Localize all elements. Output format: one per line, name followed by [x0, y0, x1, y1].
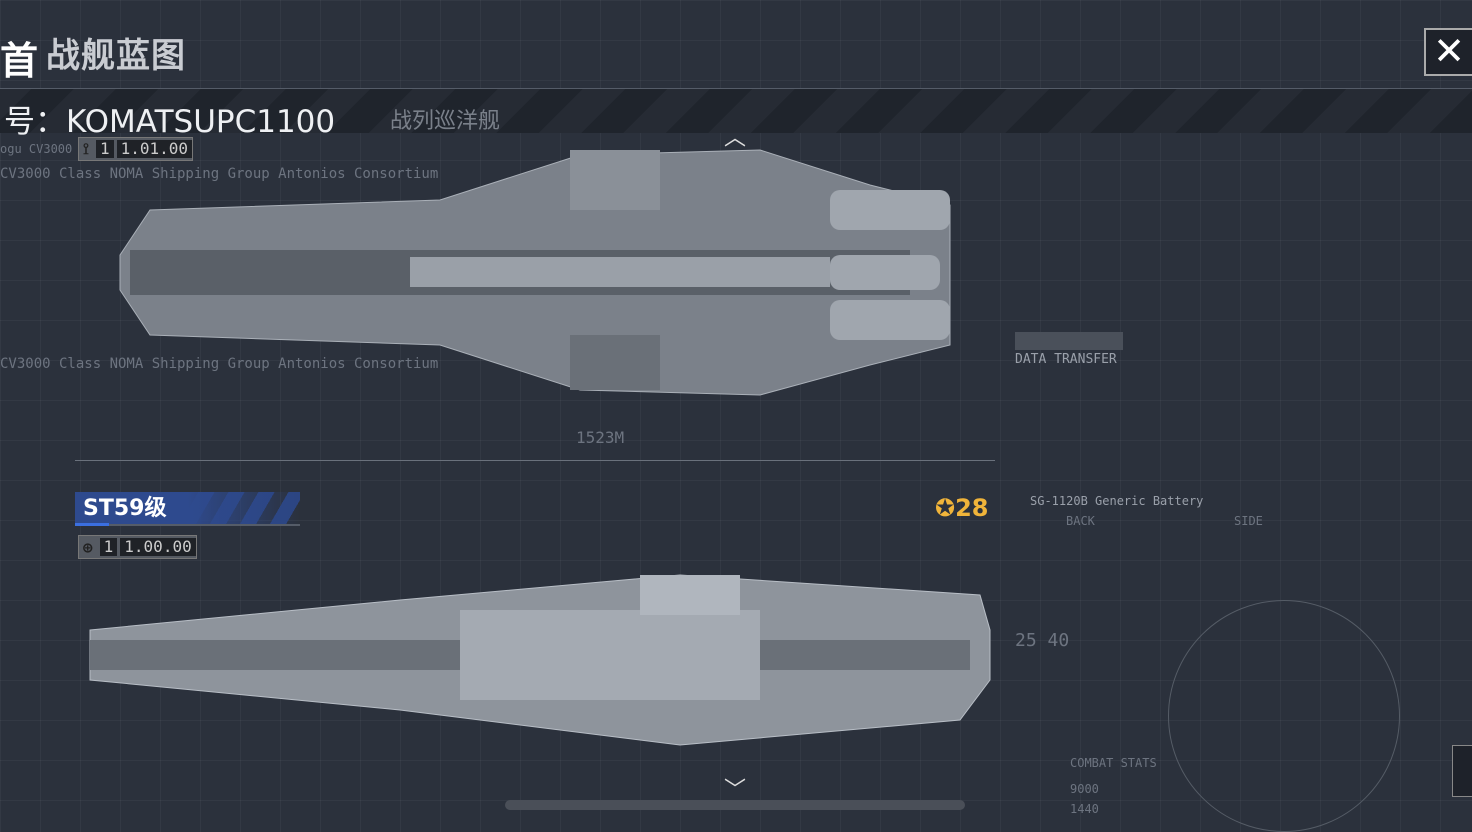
bar-decoration: [1015, 332, 1123, 350]
ship1-blueprint: [119, 149, 951, 396]
ship-name-bar: [0, 88, 1472, 133]
stat-value: 9000: [1070, 782, 1099, 796]
scrollbar[interactable]: [505, 800, 965, 810]
ship2-blueprint: [89, 574, 991, 746]
ship-class-label: ST59级: [75, 492, 300, 526]
ship-name: 号：KOMATSUPC1100: [4, 104, 336, 140]
caption: ogu CV3000: [0, 142, 73, 156]
side-panel-toggle[interactable]: [1452, 745, 1472, 797]
data-transfer-label: DATA TRANSFER: [1015, 352, 1117, 367]
gauge-label: 25 40: [1015, 630, 1070, 651]
battery-label: SG-1120B Generic Battery: [1030, 494, 1204, 508]
chevron-up-icon[interactable]: ︿: [724, 126, 747, 151]
close-button[interactable]: ✕: [1424, 28, 1472, 76]
scale-line: [75, 460, 995, 461]
side-label: SIDE: [1234, 514, 1263, 528]
caption: CV3000 Class NOMA Shipping Group Antonio…: [0, 166, 439, 182]
caption: CV3000 Class NOMA Shipping Group Antonio…: [0, 356, 439, 372]
page-title: 战舰蓝图: [46, 36, 186, 76]
ship-type: 战列巡洋舰: [390, 109, 501, 134]
globe-icon: ⊕: [83, 537, 93, 557]
chevron-down-icon[interactable]: ﹀: [724, 778, 747, 803]
page-title-overlay: 首: [0, 39, 39, 83]
ship-icon: ⟟: [83, 139, 89, 158]
stat-value: 1440: [1070, 802, 1099, 816]
count-badge: ✪28: [935, 494, 989, 522]
back-label: BACK: [1066, 514, 1095, 528]
length-label: 1523M: [576, 428, 625, 447]
radar-decoration: [1168, 600, 1400, 832]
combat-stats-label: COMBAT STATS: [1070, 756, 1157, 770]
rank-icon: ✪: [935, 494, 956, 522]
